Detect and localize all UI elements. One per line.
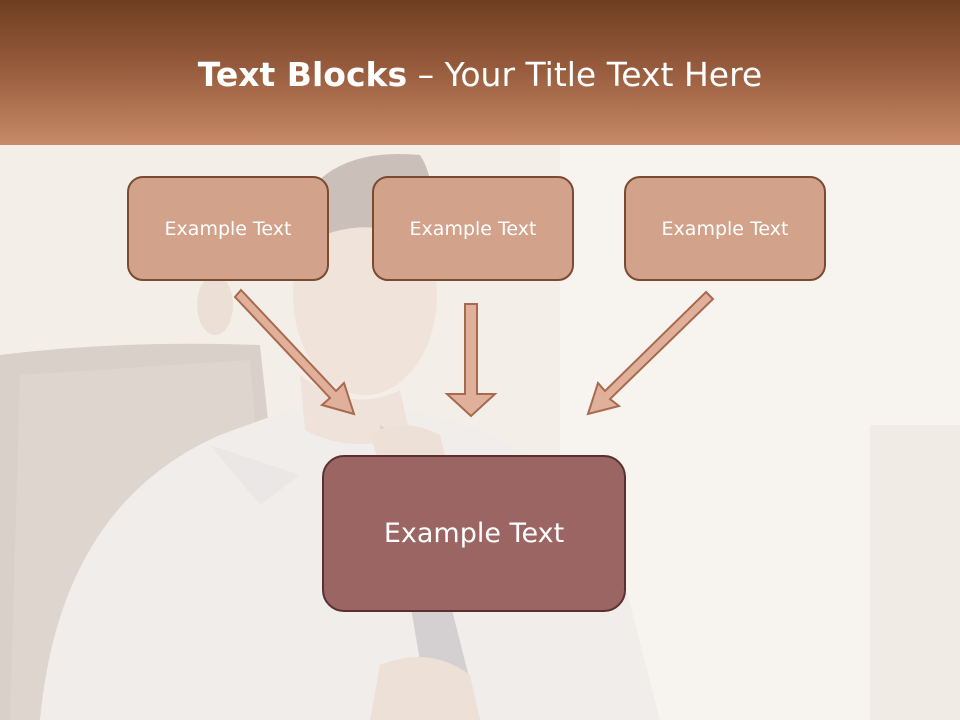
title-rest: Your Title Text Here (444, 55, 763, 94)
target-text-block-label: Example Text (383, 518, 565, 549)
target-text-block[interactable]: Example Text (322, 455, 626, 612)
slide-title[interactable]: Text Blocks – Your Title Text Here (0, 55, 960, 95)
text-block-2[interactable]: Example Text (372, 176, 574, 281)
arrow-center (444, 303, 498, 418)
arrow-right (586, 290, 715, 416)
title-dash: – (407, 55, 445, 94)
text-block-3-label: Example Text (661, 217, 789, 240)
arrow-left (233, 288, 356, 416)
title-bold: Text Blocks (197, 55, 408, 94)
text-block-3[interactable]: Example Text (624, 176, 826, 281)
text-block-1-label: Example Text (164, 217, 292, 240)
title-banner (0, 0, 960, 145)
text-block-2-label: Example Text (409, 217, 537, 240)
text-block-1[interactable]: Example Text (127, 176, 329, 281)
